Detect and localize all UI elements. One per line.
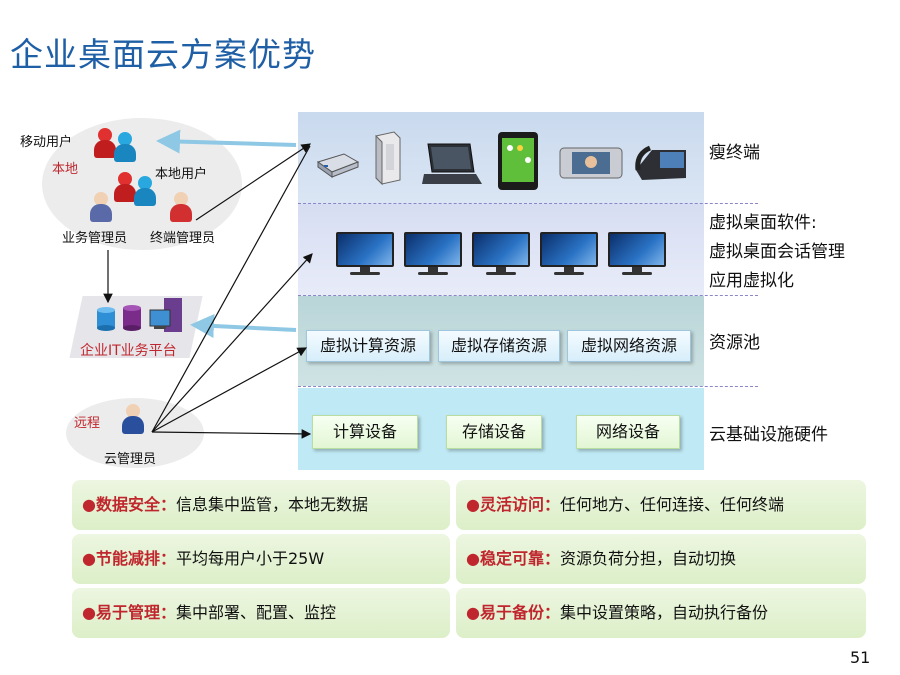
feature-data-security: ●数据安全：信息集中监管，本地无数据 xyxy=(72,480,450,530)
feature-easy-management: ●易于管理：集中部署、配置、监控 xyxy=(72,588,450,638)
resource-storage: 虚拟存储资源 xyxy=(438,330,560,362)
terminal-admin-icon xyxy=(170,192,192,222)
page-title: 企业桌面云方案优势 xyxy=(10,35,316,74)
local-user-icon xyxy=(114,172,136,202)
remote-label: 远程 xyxy=(74,416,101,431)
page-number: 51 xyxy=(850,648,871,667)
monitor-icon xyxy=(608,232,666,276)
local-user-label: 本地用户 xyxy=(155,167,208,182)
business-admin-label: 业务管理员 xyxy=(62,231,128,246)
hardware-storage: 存储设备 xyxy=(446,415,542,449)
mobile-user-label: 移动用户 xyxy=(20,135,73,150)
thin-client-tower-icon xyxy=(370,130,406,186)
resource-network: 虚拟网络资源 xyxy=(567,330,691,362)
mobile-user-icon xyxy=(114,132,136,162)
layer-label-virtual-desktop-line1: 虚拟桌面软件: xyxy=(709,213,817,233)
thin-client-box-icon xyxy=(316,150,360,178)
layer-divider xyxy=(298,203,758,204)
monitor-icon xyxy=(540,232,598,276)
server-icon xyxy=(146,296,186,336)
platform-label: 企业IT业务平台 xyxy=(80,343,177,359)
feature-easy-backup: ●易于备份：集中设置策略，自动执行备份 xyxy=(456,588,866,638)
laptop-icon xyxy=(420,140,484,188)
local-label: 本地 xyxy=(52,162,79,177)
layer-divider xyxy=(298,386,758,387)
monitor-icon xyxy=(472,232,530,276)
database-icon xyxy=(122,304,142,332)
database-icon xyxy=(96,306,116,332)
cloud-admin-icon xyxy=(122,404,144,434)
feature-flexible-access: ●灵活访问：任何地方、任何连接、任何终端 xyxy=(456,480,866,530)
mobile-user-icon xyxy=(94,128,116,158)
layer-label-virtual-desktop-line3: 应用虚拟化 xyxy=(709,271,794,291)
hardware-network: 网络设备 xyxy=(576,415,680,449)
resource-compute: 虚拟计算资源 xyxy=(306,330,430,362)
layer-label-infrastructure: 云基础设施硬件 xyxy=(709,425,828,445)
layer-label-virtual-desktop-line2: 虚拟桌面会话管理 xyxy=(709,242,845,262)
local-user-icon xyxy=(134,176,156,206)
hardware-compute: 计算设备 xyxy=(312,415,418,449)
terminal-admin-label: 终端管理员 xyxy=(150,231,216,246)
feature-stable-reliable: ●稳定可靠：资源负荷分担，自动切换 xyxy=(456,534,866,584)
business-admin-icon xyxy=(90,192,112,222)
feature-energy-saving: ●节能减排：平均每用户小于25W xyxy=(72,534,450,584)
layer-label-resource-pool: 资源池 xyxy=(709,333,760,353)
desk-phone-icon xyxy=(632,140,688,184)
layer-label-thin-client: 瘦终端 xyxy=(709,143,760,163)
monitor-icon xyxy=(336,232,394,276)
layer-divider xyxy=(298,295,758,296)
monitor-icon xyxy=(404,232,462,276)
arrow-to-platform xyxy=(190,313,297,338)
cloud-admin-label: 云管理员 xyxy=(104,452,157,467)
video-phone-icon xyxy=(558,144,624,182)
tablet-icon xyxy=(496,130,540,192)
